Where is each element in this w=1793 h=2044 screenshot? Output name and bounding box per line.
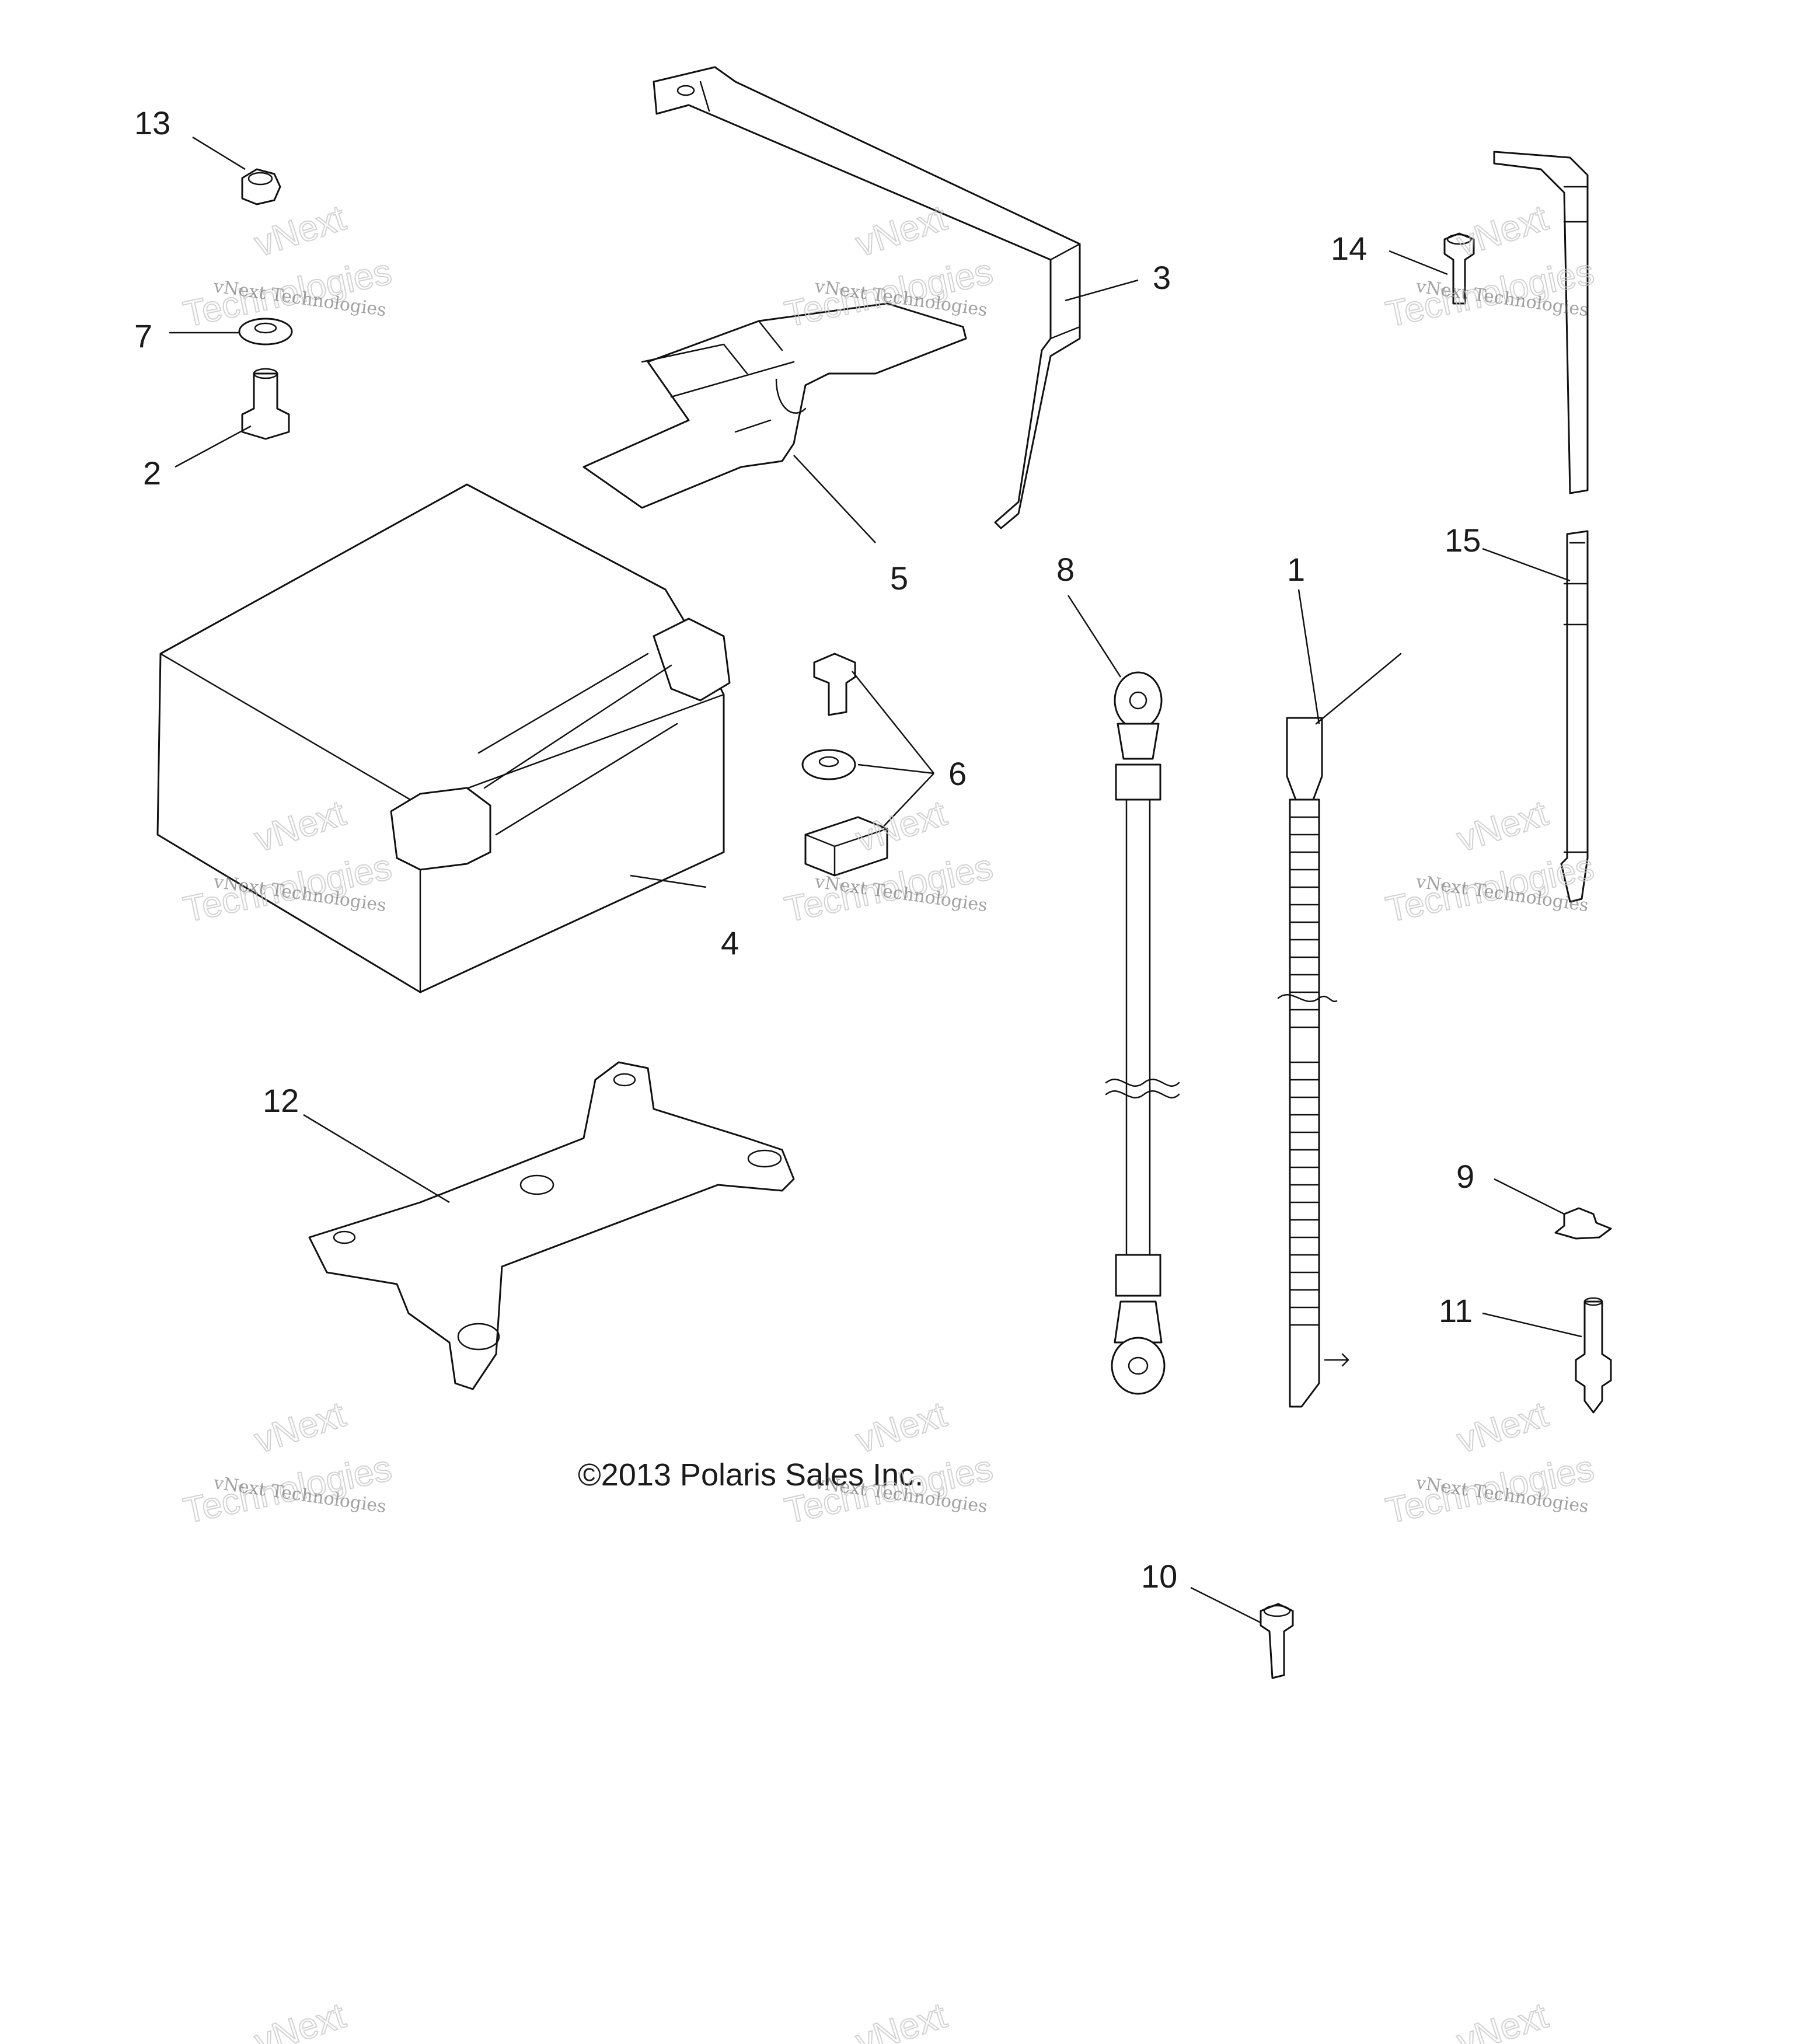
watermark-logo: vNext <box>851 198 951 265</box>
watermark-logo: vNext <box>250 198 350 265</box>
callout-10: 10 <box>1141 1558 1177 1595</box>
part-6-terminal-hardware <box>801 653 888 877</box>
watermark-logo: vNext <box>1452 1996 1553 2044</box>
watermark-logo: vNext <box>1452 1394 1553 1462</box>
callout-3: 3 <box>1153 259 1171 296</box>
part-7-washer <box>238 318 293 346</box>
part-4-battery <box>156 483 731 993</box>
callout-labels: 13 7 2 3 5 4 6 12 8 1 14 15 9 11 10 <box>134 104 1481 1595</box>
watermark-logo: vNext <box>250 1394 350 1462</box>
part-1-positive-cable <box>1277 653 1402 1408</box>
watermark-logo: vNext <box>851 793 951 860</box>
part-13-nut <box>241 168 281 205</box>
watermark: vNext <box>249 1995 351 2044</box>
part-5-battery-pad <box>582 302 967 509</box>
part-10-flange-bolt <box>1260 1603 1294 1679</box>
part-12-base-plate <box>308 1061 795 1390</box>
leader-lines <box>169 136 1582 1624</box>
watermark-logo: vNext <box>1452 198 1553 265</box>
watermark: vNext Technologies vNext Technologies <box>180 197 396 336</box>
part-9-flange-nut <box>1554 1207 1612 1240</box>
part-11-stud <box>1575 1297 1612 1414</box>
watermark-logo: vNext <box>851 1394 951 1462</box>
part-3-bracket-strap <box>653 66 1081 529</box>
callout-8: 8 <box>1056 551 1075 588</box>
callout-9: 9 <box>1456 1158 1474 1195</box>
watermark-logo: vNext <box>851 1996 951 2044</box>
callout-15: 15 <box>1445 522 1481 559</box>
part-14-bolt <box>1443 232 1475 305</box>
callout-12: 12 <box>263 1082 299 1119</box>
watermarks: vNext Technologies vNext Technologies vN… <box>180 197 1598 2044</box>
callout-14: 14 <box>1331 230 1367 267</box>
part-2-bolt <box>241 368 290 440</box>
callout-13: 13 <box>134 104 170 141</box>
watermark: vNext Technologies vNext Technologies <box>180 1394 396 1532</box>
callout-1: 1 <box>1287 551 1305 588</box>
copyright-notice: ©2013 Polaris Sales Inc. <box>578 1457 923 1492</box>
watermark-logo: vNext <box>1452 793 1553 860</box>
watermark-logo: vNext <box>250 1996 350 2044</box>
watermark: vNext <box>1452 1995 1553 2044</box>
callout-11: 11 <box>1439 1292 1473 1329</box>
callout-5: 5 <box>890 560 908 597</box>
callout-6: 6 <box>948 755 967 792</box>
watermark: vNext <box>850 1995 952 2044</box>
part-8-ground-cable <box>1105 671 1180 1395</box>
watermark: vNext Technologies vNext Technologies <box>1382 1394 1598 1532</box>
callout-4: 4 <box>721 925 739 961</box>
callout-2: 2 <box>143 455 161 491</box>
callout-7: 7 <box>134 318 152 354</box>
part-15-rod <box>1493 151 1589 903</box>
watermark: vNext Technologies vNext Technologies <box>1382 793 1598 931</box>
